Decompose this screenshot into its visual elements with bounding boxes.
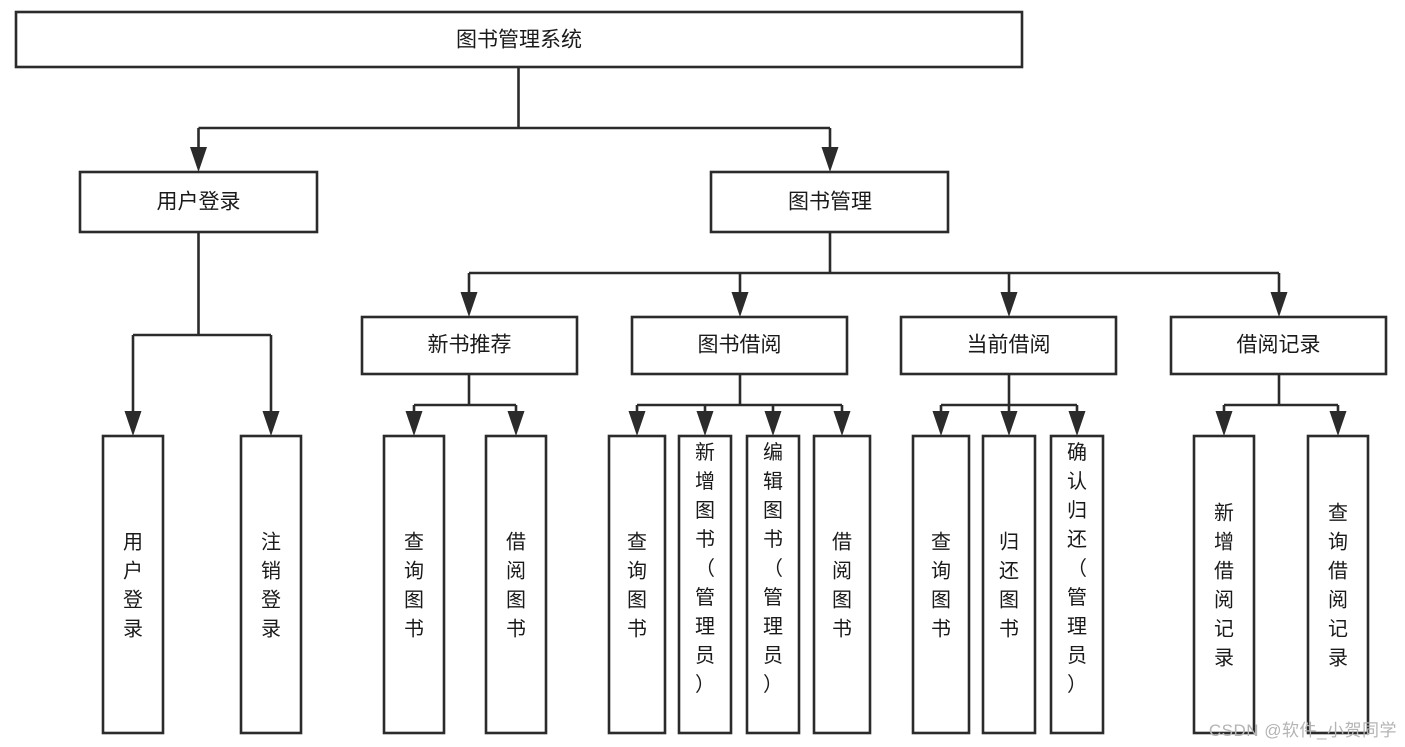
arrow-head-icon <box>124 411 142 436</box>
arrow-head-icon <box>405 411 423 436</box>
leaf-query-borrow-record-label: 查询借阅记录 <box>1328 502 1348 670</box>
node-current-borrow[interactable]: 当前借阅 <box>899 315 1118 376</box>
leaf-query-borrow-record[interactable]: 查询借阅记录 <box>1306 434 1370 735</box>
node-root-label: 图书管理系统 <box>456 29 582 52</box>
leaf-logout-label: 注销登录 <box>261 531 281 641</box>
arrow-head-icon <box>1000 292 1018 317</box>
leaf-add-borrow-record[interactable]: 新增借阅记录 <box>1192 434 1256 735</box>
arrow-head-icon <box>1068 411 1086 436</box>
leaf-add-book-admin-label: 新增图书（管理员） <box>695 441 715 696</box>
arrow-head-icon <box>1000 411 1018 436</box>
node-current-borrow-label: 当前借阅 <box>967 334 1051 357</box>
node-root[interactable]: 图书管理系统 <box>14 10 1024 69</box>
leaf-return-book[interactable]: 归还图书 <box>981 434 1037 735</box>
leaf-query-book-borrow[interactable]: 查询图书 <box>607 434 667 735</box>
leaf-borrow-book-new-label: 借阅图书 <box>506 531 526 641</box>
arrow-head-icon <box>1329 411 1347 436</box>
leaf-add-borrow-record-label: 新增借阅记录 <box>1214 502 1234 670</box>
arrow-head-icon <box>932 411 950 436</box>
leaf-query-book-new[interactable]: 查询图书 <box>382 434 446 735</box>
leaf-borrow-book[interactable]: 借阅图书 <box>812 434 872 735</box>
arrow-head-icon <box>628 411 646 436</box>
node-borrow-record-label: 借阅记录 <box>1237 334 1321 357</box>
leaf-query-book-borrow-label: 查询图书 <box>627 531 647 641</box>
leaf-add-book-admin[interactable]: 新增图书（管理员） <box>677 434 733 735</box>
leaf-borrow-book-new[interactable]: 借阅图书 <box>484 434 548 735</box>
node-new-book-recommend-label: 新书推荐 <box>428 334 512 357</box>
arrow-head-icon <box>1270 292 1288 317</box>
arrow-head-icon <box>821 147 839 172</box>
node-book-borrow-label: 图书借阅 <box>698 334 782 357</box>
arrow-head-icon <box>1215 411 1233 436</box>
node-book-borrow[interactable]: 图书借阅 <box>630 315 849 376</box>
leaf-logout[interactable]: 注销登录 <box>239 434 303 735</box>
arrow-head-icon <box>190 147 207 172</box>
arrow-head-icon <box>833 411 851 436</box>
node-new-book-recommend[interactable]: 新书推荐 <box>360 315 579 376</box>
leaf-user-login-label: 用户登录 <box>123 532 143 641</box>
leaf-query-book-new-label: 查询图书 <box>404 531 424 641</box>
node-user-login[interactable]: 用户登录 <box>78 170 319 234</box>
leaf-confirm-return-admin[interactable]: 确认归还（管理员） <box>1049 434 1105 735</box>
leaf-confirm-return-admin-label: 确认归还（管理员） <box>1067 441 1087 696</box>
connector-layer <box>124 67 1347 436</box>
arrow-head-icon <box>764 411 782 436</box>
leaf-query-book-current[interactable]: 查询图书 <box>911 434 971 735</box>
arrow-head-icon <box>731 292 749 317</box>
node-book-management[interactable]: 图书管理 <box>709 170 950 234</box>
arrow-head-icon <box>262 411 280 436</box>
arrow-head-icon <box>460 292 478 317</box>
leaf-user-login[interactable]: 用户登录 <box>101 434 165 735</box>
leaf-query-book-current-label: 查询图书 <box>931 531 951 641</box>
node-user-login-label: 用户登录 <box>157 191 241 214</box>
leaf-return-book-label: 归还图书 <box>999 531 1019 641</box>
leaf-edit-book-admin-label: 编辑图书（管理员） <box>763 441 783 696</box>
node-borrow-record[interactable]: 借阅记录 <box>1169 315 1388 376</box>
leaf-edit-book-admin[interactable]: 编辑图书（管理员） <box>745 434 801 735</box>
node-book-management-label: 图书管理 <box>788 191 872 214</box>
arrow-head-icon <box>507 411 525 436</box>
leaf-borrow-book-label: 借阅图书 <box>832 531 852 641</box>
arrow-head-icon <box>696 411 714 436</box>
